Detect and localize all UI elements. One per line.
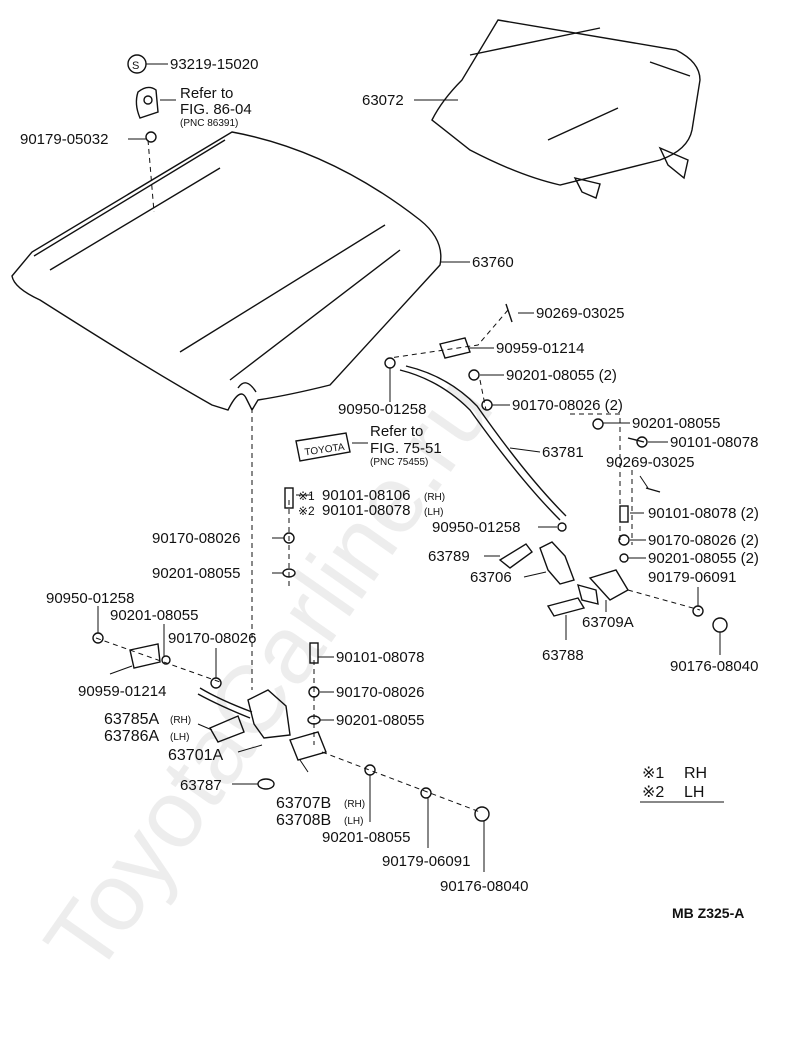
label-90201-08055-e: 90201-08055 [110,607,198,624]
label-90170-08026-d: 90170-08026 [168,630,256,647]
leader-lines [97,63,724,872]
label-90950-01258-c: 90950-01258 [46,590,134,607]
label-63781: 63781 [542,444,584,461]
label-63788: 63788 [542,647,584,664]
label-90201-08055-c: 90201-08055 (2) [648,550,759,567]
label-90170-08026-b: 90170-08026 [152,530,240,547]
label-63701a: 63701A [168,747,223,764]
spoiler-reference-view [431,19,701,199]
label-ref-fig-86: Refer to [180,85,233,102]
label-63786a: 63786A [104,728,159,745]
label-90101-08078-lh-s: (LH) [424,507,443,518]
label-ref-fig-75-b: FIG. 75-51 [370,440,442,457]
label-90170-08026-a: 90170-08026 (2) [512,397,623,414]
legend-text-2: LH [684,784,704,801]
label-90170-08026-c: 90170-08026 (2) [648,532,759,549]
label-63785a: 63785A [104,711,159,728]
emblem-plate: TOYOTA [295,432,351,462]
label-90269-03025-b: 90269-03025 [606,454,694,471]
label-90959-01214-b: 90959-01214 [78,683,166,700]
label-90201-08055-a: 90201-08055 (2) [506,367,617,384]
label-90176-08040-b: 90176-08040 [440,878,528,895]
label-90269-03025-a: 90269-03025 [536,305,624,322]
right-hinge-assembly [384,303,728,633]
figure-code: MB Z325-A [672,905,744,921]
label-90101-08078-lh: 90101-08078 [322,502,410,519]
label-63709a: 63709A [582,614,634,631]
label-63708b-lh: (LH) [344,816,363,827]
part-labels: 93219-15020 Refer to FIG. 86-04 (PNC 863… [20,56,759,921]
label-63785a-rh: (RH) [170,715,191,726]
label-90179-06091-a: 90179-06091 [648,569,736,586]
label-90179-06091-b: 90179-06091 [382,853,470,870]
label-90950-01258-a: 90950-01258 [338,401,426,418]
label-90176-08040-a: 90176-08040 [670,658,758,675]
label-90950-01258-b: 90950-01258 [432,519,520,536]
label-63708b: 63708B [276,812,331,829]
label-63786a-lh: (LH) [170,732,189,743]
label-90201-08055-f: 90201-08055 [336,712,424,729]
label-90201-08055-b: 90201-08055 [632,415,720,432]
label-63787: 63787 [180,777,222,794]
label-63707b-rh: (RH) [344,799,365,810]
label-90170-08026-e: 90170-08026 [336,684,424,701]
legend-mark-2: ※2 [642,784,664,801]
label-90959-01214-a: 90959-01214 [496,340,584,357]
label-63707b: 63707B [276,795,331,812]
label-90101-08106: 90101-08106 [322,487,410,504]
svg-text:S: S [132,60,139,72]
center-bolt-stack [282,487,321,745]
label-90179-05032: 90179-05032 [20,131,108,148]
label-90101-08078-c: 90101-08078 [336,649,424,666]
label-63706: 63706 [470,569,512,586]
legend-text-1: RH [684,765,707,782]
label-ref-fig-86-pnc: (PNC 86391) [180,118,238,129]
label-90101-08106-rh: (RH) [424,492,445,503]
label-93219-15020: 93219-15020 [170,56,258,73]
rear-spoiler-63760 [11,131,442,412]
label-90101-08078-a: 90101-08078 [670,434,758,451]
label-star2: ※2 [298,504,315,518]
label-63789: 63789 [428,548,470,565]
legend-mark-1: ※1 [642,765,664,782]
label-ref-fig-75-pnc: (PNC 75455) [370,457,428,468]
top-bracket: S [127,54,159,143]
label-ref-fig-75: Refer to [370,423,423,440]
label-63760: 63760 [472,254,514,271]
label-ref-fig-86-b: FIG. 86-04 [180,101,252,118]
label-star1: ※1 [298,489,315,503]
label-63072: 63072 [362,92,404,109]
label-90201-08055-d: 90201-08055 [152,565,240,582]
label-90201-08055-g: 90201-08055 [322,829,410,846]
label-90101-08078-b: 90101-08078 (2) [648,505,759,522]
